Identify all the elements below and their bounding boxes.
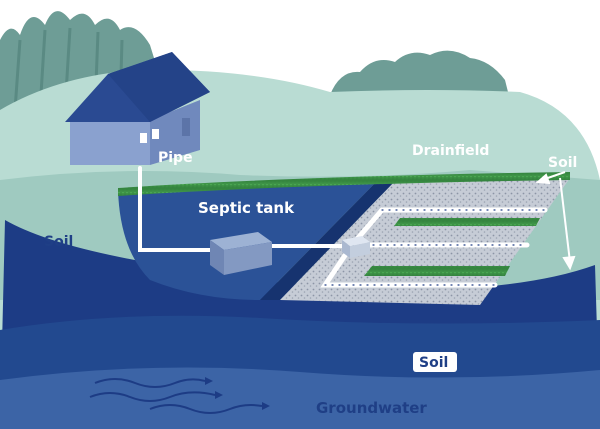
house-door — [182, 118, 190, 136]
septic-tank-label: Septic tank — [198, 199, 295, 217]
soil-right-label: Soil — [548, 155, 577, 171]
soil-arrow — [535, 171, 576, 271]
house-window-left — [140, 133, 147, 143]
groundwater-arrows — [89, 378, 263, 414]
groundwater-arrowheads — [205, 377, 270, 410]
soil-bottom-label-box — [413, 352, 457, 372]
drainfield-grass-strips — [364, 218, 540, 276]
groundwater-label: Groundwater — [316, 399, 427, 417]
septic-tank — [210, 232, 272, 275]
distribution-box — [342, 236, 370, 258]
house — [65, 52, 210, 165]
house-pipe — [138, 166, 352, 252]
surface-grass — [118, 172, 570, 196]
groundwater-band — [0, 367, 600, 429]
pit-wall — [260, 178, 398, 300]
trees-right — [330, 50, 510, 100]
soil-bottom-label: Soil — [419, 355, 448, 371]
house-window-right — [152, 129, 159, 139]
drainfield-label: Drainfield — [412, 143, 489, 159]
soil-left-label: Soil — [44, 234, 73, 250]
pipe-label: Pipe — [158, 150, 193, 166]
